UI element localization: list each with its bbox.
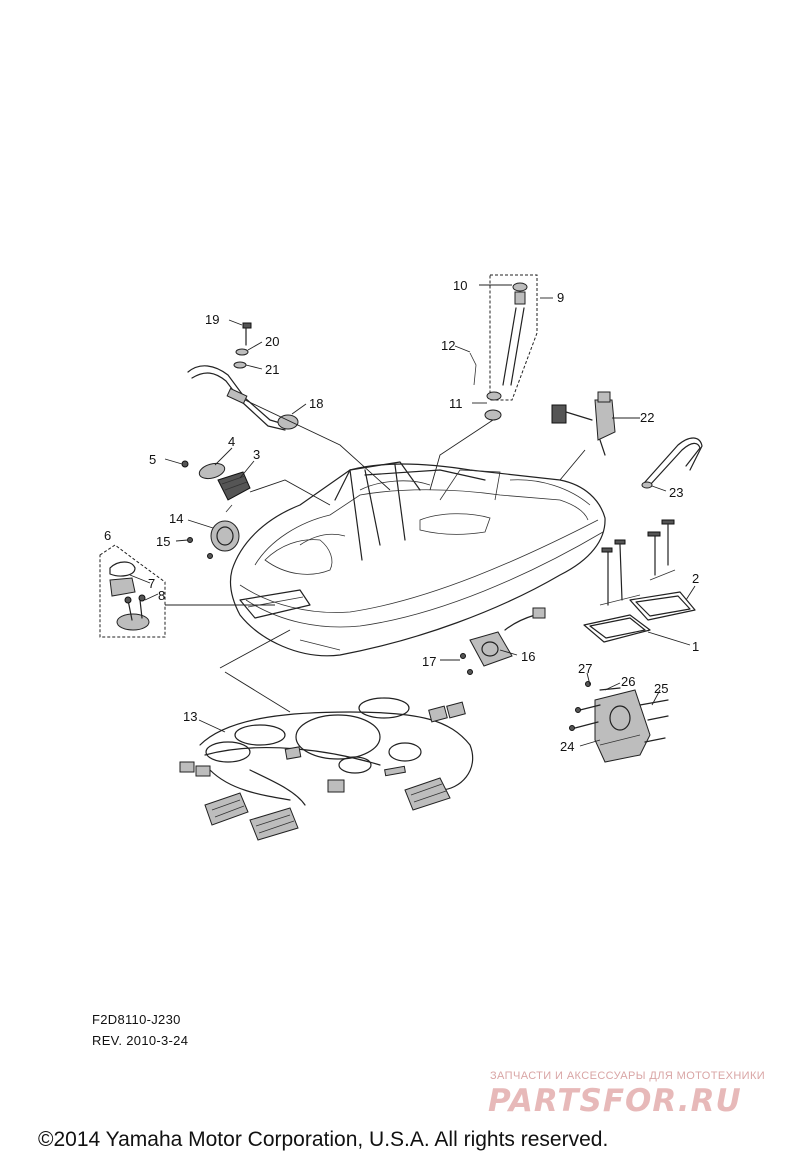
callout-15: 15 [156,534,170,549]
grab-rail-assembly [187,322,299,431]
callout-4: 4 [228,434,235,449]
callout-19: 19 [205,312,219,327]
watermark-logo: PARTSFOR.RU [488,1083,742,1119]
callout-3: 3 [253,447,260,462]
callout-6: 6 [104,528,111,543]
callout-labels: 1 2 3 4 5 6 7 8 9 10 11 12 13 14 15 16 1… [104,278,699,754]
callout-8: 8 [158,588,165,603]
callout-17: 17 [422,654,436,669]
battery-bracket-assembly [583,519,696,643]
throttle-body-assembly [569,681,669,763]
copyright-notice: ©2014 Yamaha Motor Corporation, U.S.A. A… [38,1128,609,1151]
deck-plate-assembly [187,504,240,559]
vent-cover-assembly [181,460,251,501]
callout-25: 25 [654,681,668,696]
callout-21: 21 [265,362,279,377]
rear-rail [641,437,703,489]
callout-13: 13 [183,709,197,724]
callout-16: 16 [521,649,535,664]
leader-lines [129,284,696,747]
callout-18: 18 [309,396,323,411]
callout-22: 22 [640,410,654,425]
boat-hull [229,461,606,657]
callout-24: 24 [560,739,574,754]
callout-11: 11 [449,396,463,411]
watermark-tagline: ЗАПЧАСТИ И АКСЕССУАРЫ ДЛЯ МОТОТЕХНИКИ [490,1070,766,1082]
callout-5: 5 [149,452,156,467]
drain-plug-assembly [99,544,166,638]
callout-12: 12 [441,338,455,353]
fuel-sender-unit [551,391,616,456]
callout-14: 14 [169,511,183,526]
callout-10: 10 [453,278,467,293]
callout-20: 20 [265,334,279,349]
callout-27: 27 [578,661,592,676]
callout-23: 23 [669,485,683,500]
fuel-filler-assembly [469,274,538,421]
wire-harness [179,697,474,841]
cover-plate-assembly [460,607,546,675]
callout-1: 1 [692,639,699,654]
callout-7: 7 [148,576,155,591]
part-code: F2D8110-J230 [92,1012,181,1027]
revision-date: REV. 2010-3-24 [92,1033,189,1048]
callout-9: 9 [557,290,564,305]
callout-2: 2 [692,571,699,586]
callout-26: 26 [621,674,635,689]
